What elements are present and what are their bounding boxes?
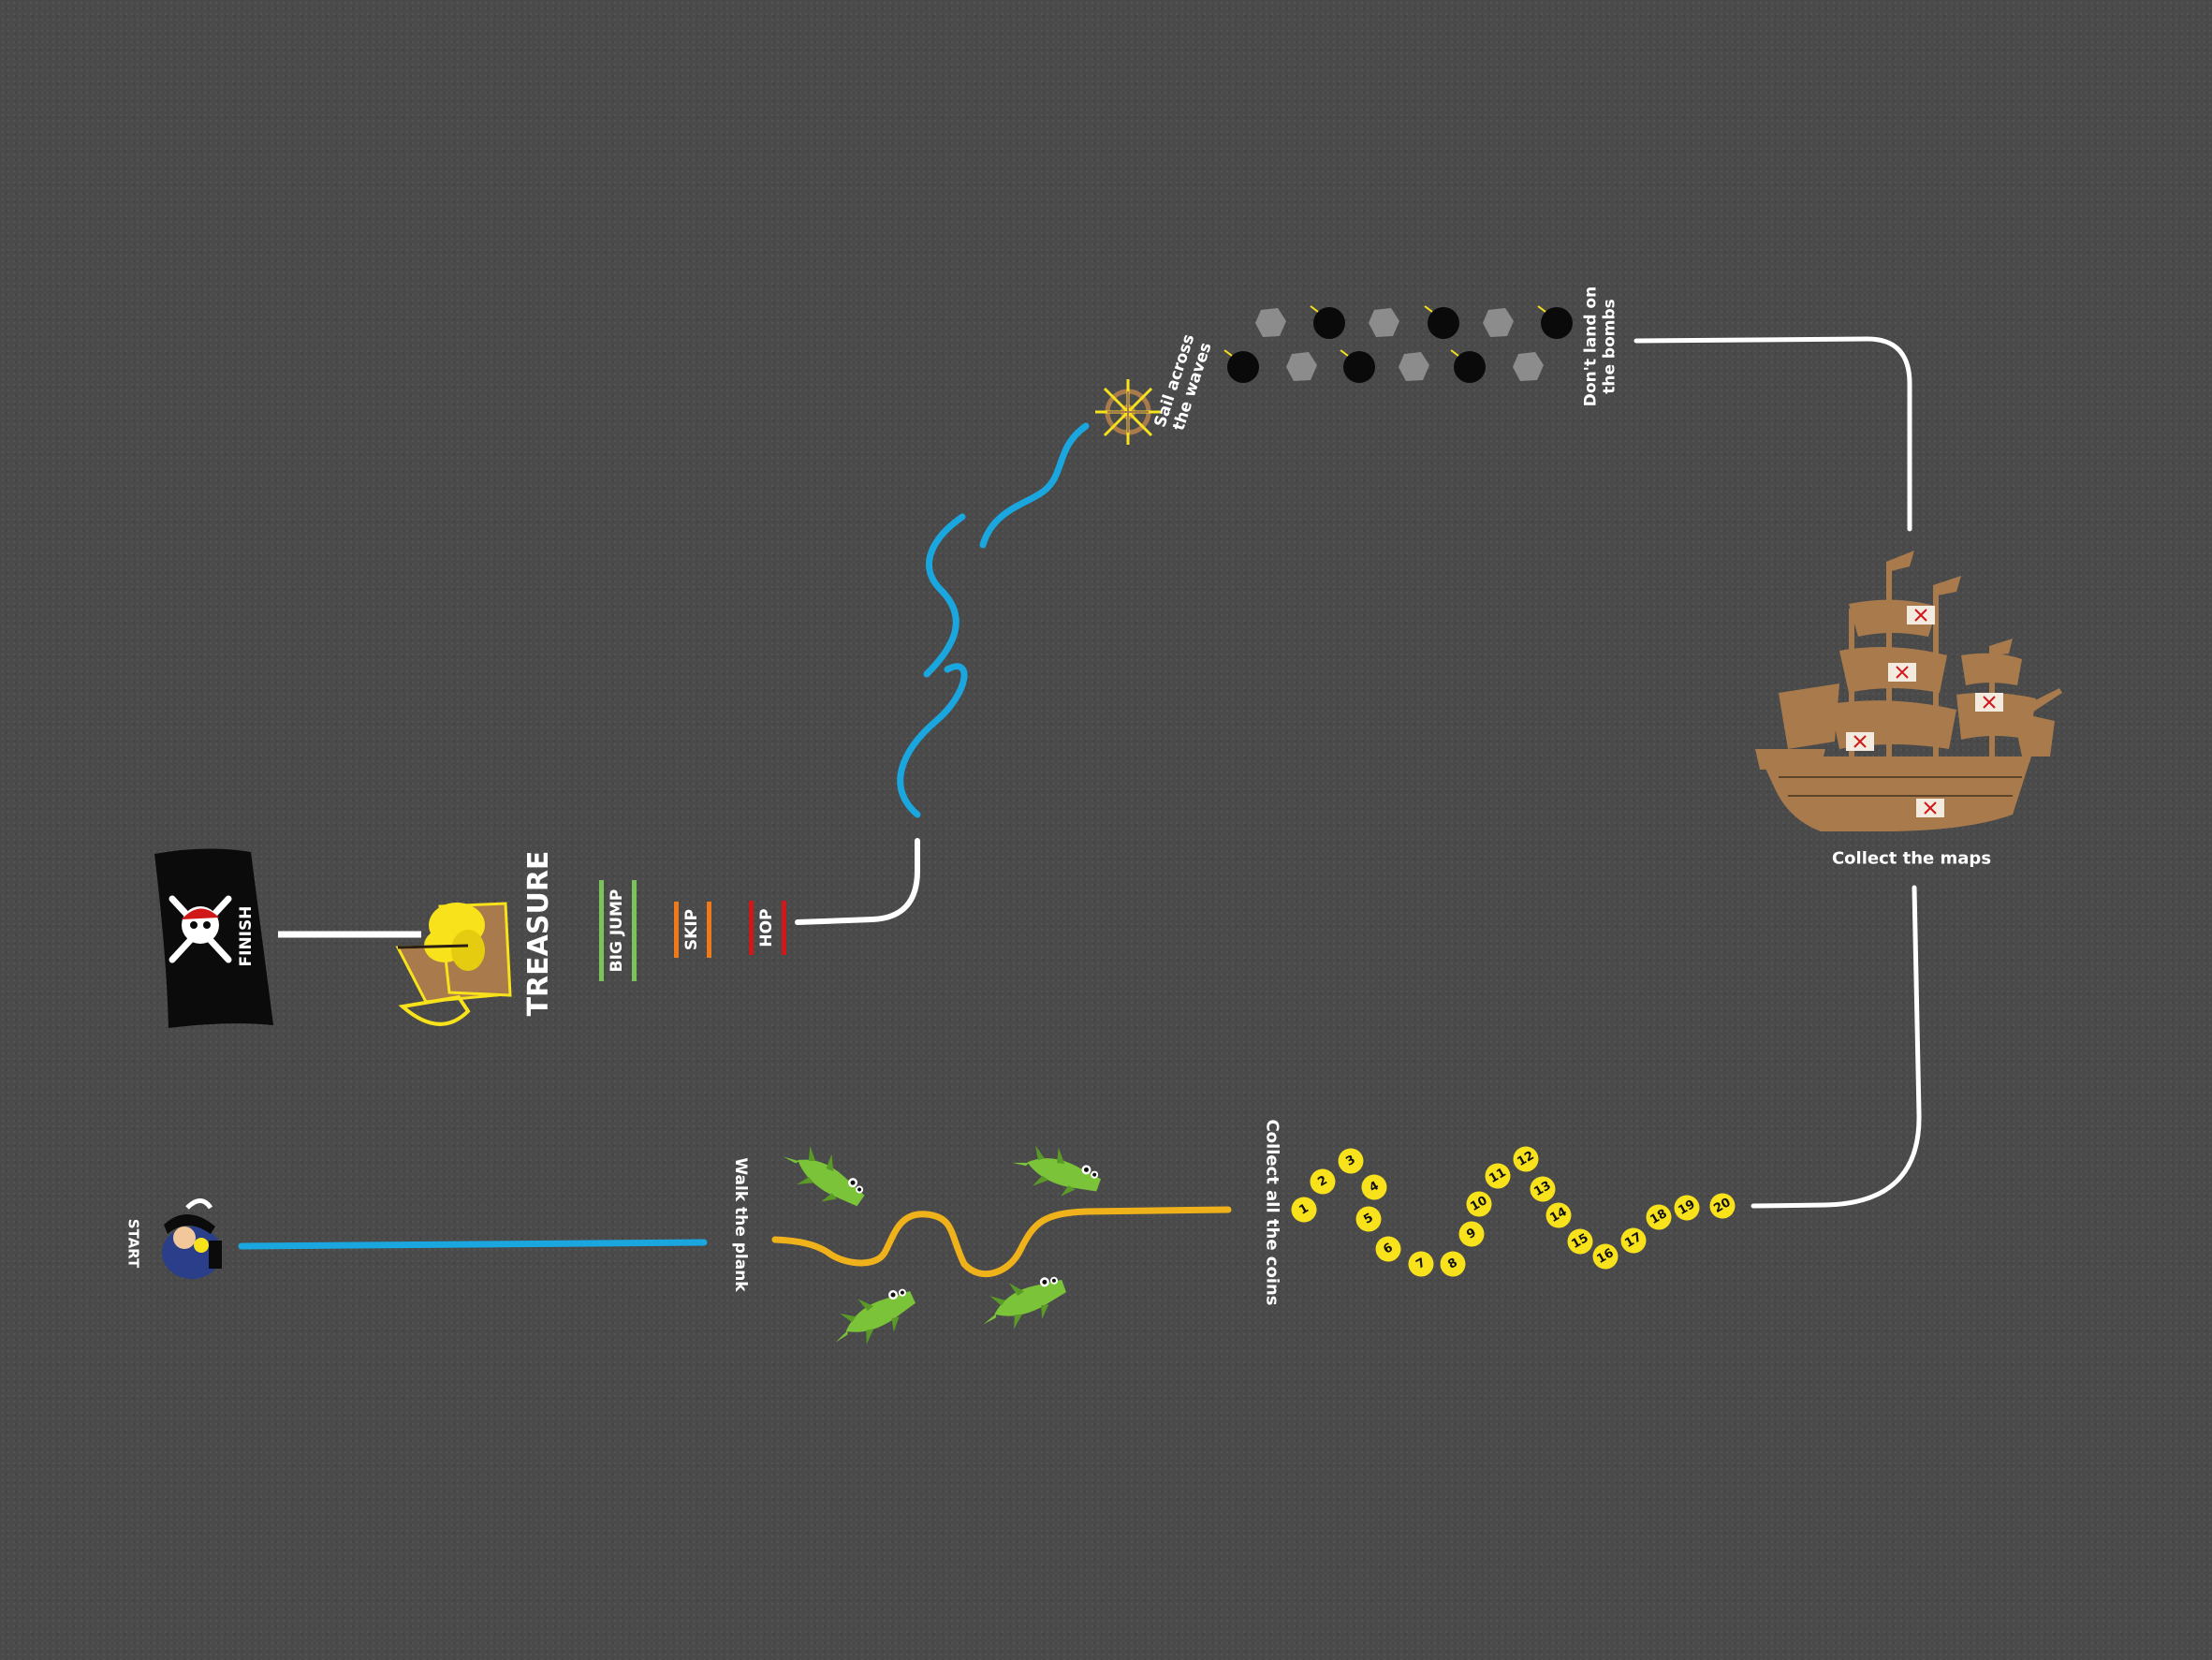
plank-label: Walk the plank: [730, 1157, 750, 1292]
plank-path: [771, 1206, 1232, 1278]
bombs-label-line1: Don't land on: [1581, 286, 1601, 407]
wave-segment-2: [923, 513, 966, 678]
stepping-stone: [1369, 308, 1399, 337]
maps-label: Collect the maps: [1831, 848, 1992, 869]
finish-label: FINISH: [237, 905, 256, 967]
bombs-label-line2: the bombs: [1600, 299, 1619, 394]
start-path: [238, 1239, 708, 1250]
skip-label: SKIP: [682, 908, 702, 951]
map-icon: [1907, 606, 1935, 624]
crocodile-icon: [983, 1276, 1066, 1329]
bomb-icon: [1310, 305, 1345, 339]
bombs-connector-path: [1633, 336, 1912, 532]
stepping-stone: [1255, 308, 1286, 337]
map-icon: [1916, 799, 1944, 817]
big-jump-marking: BIG JUMP: [599, 880, 637, 981]
stepping-stone: [1286, 352, 1317, 381]
ship-connector-path: [1751, 885, 1922, 1209]
wave-segment-1: [897, 663, 968, 818]
map-icon: [1846, 732, 1874, 751]
bomb-icon: [1450, 349, 1486, 383]
coins-label: Collect all the coins: [1262, 1119, 1282, 1306]
bomb-icon: [1424, 305, 1459, 339]
hop-label: HOP: [757, 908, 777, 948]
skip-marking: SKIP: [674, 902, 711, 958]
bomb-icon: [1537, 305, 1573, 339]
bomb-icon: [1223, 349, 1259, 383]
hop-connector-path: [795, 838, 920, 925]
bomb-icon: [1340, 349, 1375, 383]
crocodile-icon: [783, 1145, 865, 1207]
stepping-stone: [1513, 352, 1544, 381]
bombs-label: Don't land on the bombs: [1581, 286, 1619, 407]
map-icon: [1888, 663, 1916, 682]
stepping-stone: [1483, 308, 1514, 337]
crocodile-icon: [835, 1288, 916, 1344]
start-label: START: [125, 1218, 142, 1269]
hop-marking: HOP: [749, 901, 786, 955]
map-icon: [1975, 693, 2003, 712]
crocodile-icon: [1012, 1145, 1102, 1197]
wave-segment-4: [979, 422, 1090, 549]
stepping-stone: [1399, 352, 1429, 381]
big-jump-label: BIG JUMP: [608, 889, 627, 973]
treasure-label: TREASURE: [521, 850, 555, 1017]
